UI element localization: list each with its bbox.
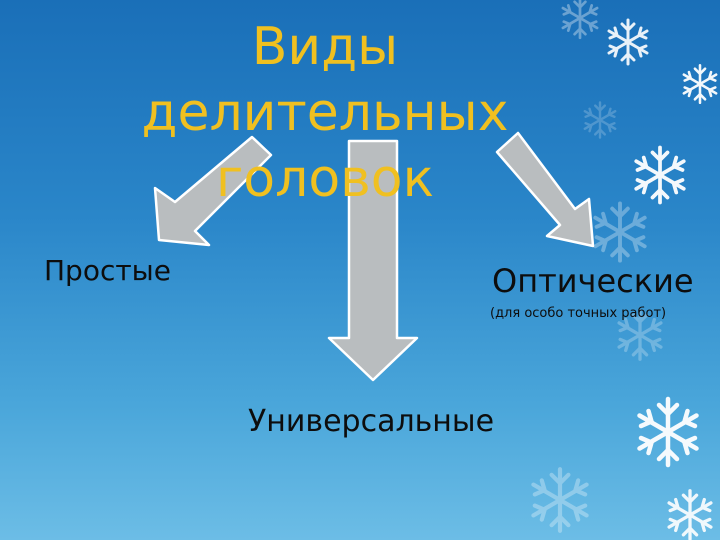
arrow-down-left-icon	[153, 135, 273, 247]
type-optical-note: (для особо точных работ)	[490, 306, 667, 321]
type-simple-label: Простые	[44, 254, 171, 287]
arrow-down-right-icon	[495, 131, 595, 248]
type-universal-label: Универсальные	[248, 404, 495, 439]
slide-title: Виды делительных головок	[141, 17, 509, 209]
arrow-down-icon	[327, 139, 419, 382]
type-optical-label: Оптические	[492, 262, 694, 300]
